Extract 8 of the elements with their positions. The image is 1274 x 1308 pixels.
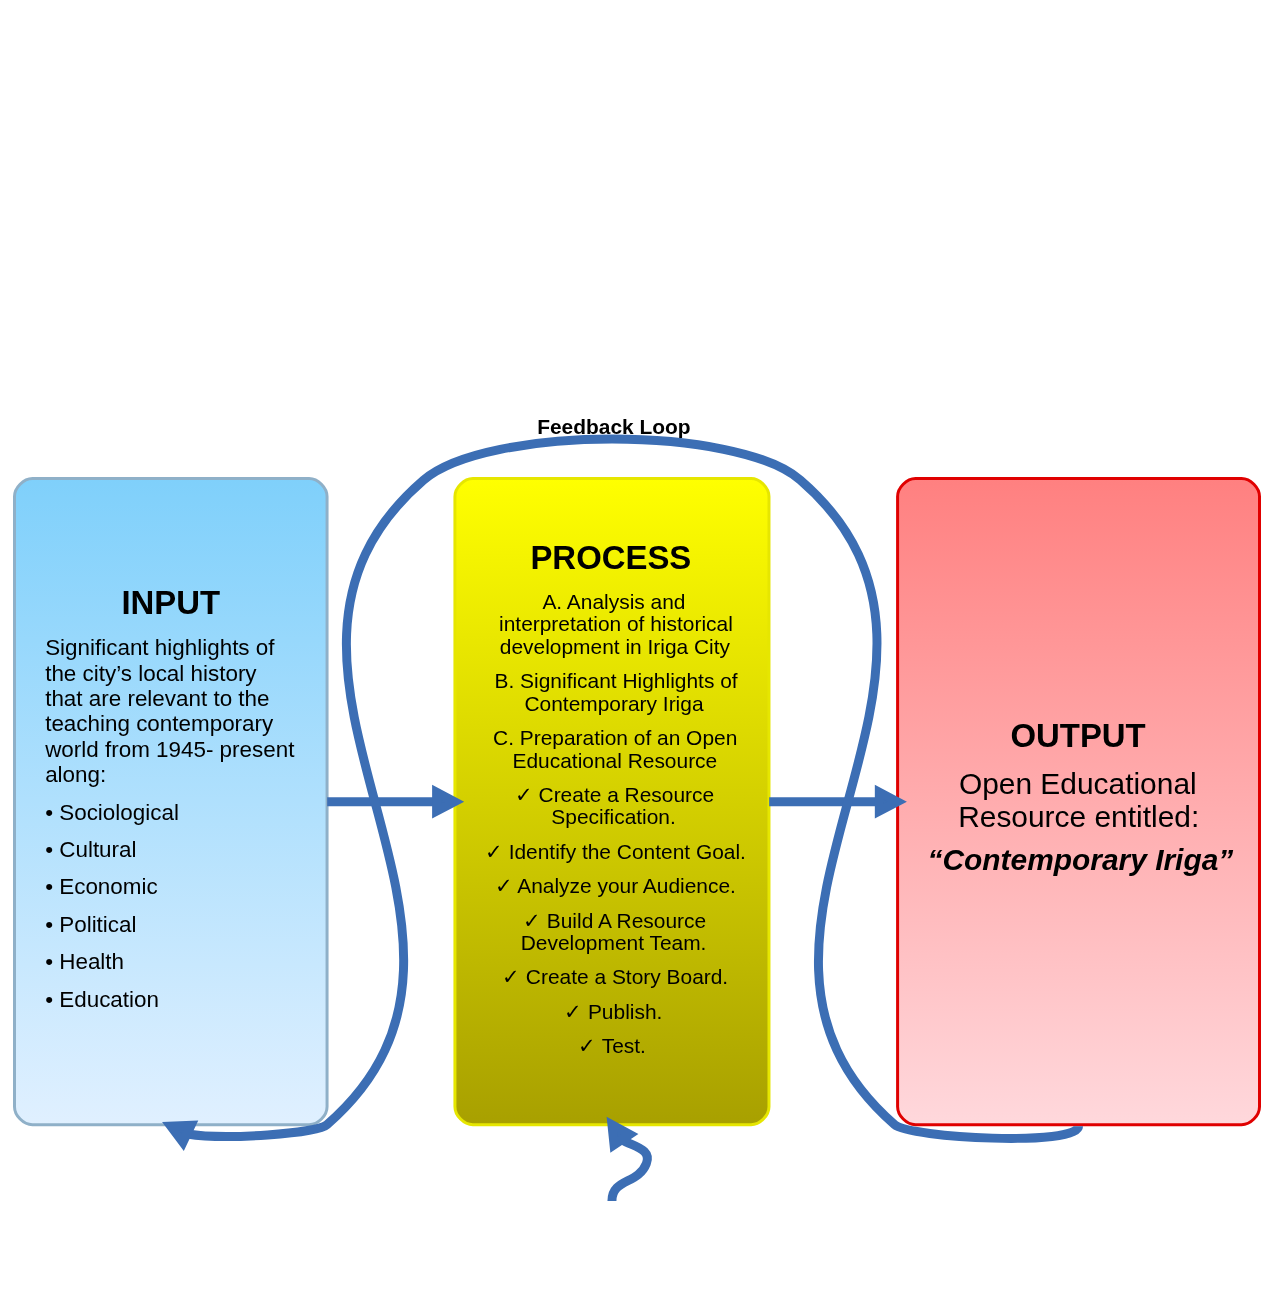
arrow xyxy=(606,1116,652,1201)
node-box: INPUT Significant highlights of the city’s local history that are relevant to the teaching contemporary world from 1945- present along: • Sociological • Cultural • Economic • Political • Health • Education xyxy=(13,476,329,1126)
node-box: PROCESS A. Analysis and interpretation of historical development in Iriga City B. Significant Highlights of Contemporary Iriga C. Preparation of an Open Educational Resource ✓ Create a Resource Specification. ✓ Identify the Content Goal. ✓ Analyze your Audience. ✓ Build A Resource Development Team. ✓ Create a Story Board. ✓ Publish. ✓ Test. xyxy=(453,476,771,1126)
arrow xyxy=(769,784,907,818)
arrow xyxy=(162,434,1081,1151)
edge-label: Feedback Loop xyxy=(537,414,691,438)
node-box: OUTPUT Open Educational Resource entitled: “Contemporary Iriga” xyxy=(896,476,1261,1126)
arrow xyxy=(327,784,465,818)
